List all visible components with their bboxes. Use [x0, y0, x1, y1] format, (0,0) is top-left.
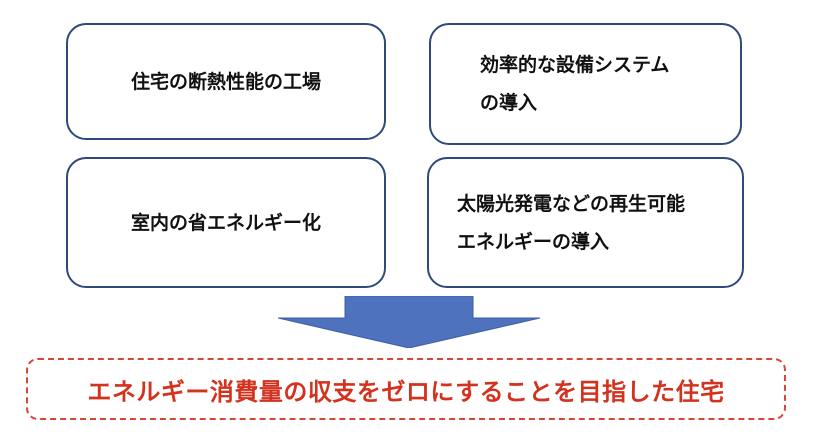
down-arrow-shape [278, 296, 540, 348]
measure-label-renewable: 太陽光発電などの再生可能 エネルギーの導入 [457, 185, 685, 261]
measure-label-equipment-line-1: 効率的な設備システム [480, 54, 670, 76]
measure-box-renewable: 太陽光発電などの再生可能 エネルギーの導入 [427, 157, 744, 288]
down-arrow-icon [278, 296, 540, 348]
goal-label: エネルギー消費量の収支をゼロにすることを目指した住宅 [87, 377, 725, 406]
measure-box-insulation: 住宅の断熱性能の工場 [66, 23, 386, 140]
measure-label-insulation: 住宅の断熱性能の工場 [130, 70, 321, 93]
goal-box: エネルギー消費量の収支をゼロにすることを目指した住宅 [26, 358, 786, 420]
measure-label-energy-saving: 室内の省エネルギー化 [130, 211, 321, 234]
measure-label-equipment-line-2: の導入 [480, 92, 538, 114]
measure-label-equipment: 効率的な設備システム の導入 [480, 46, 669, 122]
measure-label-renewable-line-2: エネルギーの導入 [457, 230, 610, 253]
measure-box-equipment: 効率的な設備システム の導入 [429, 23, 742, 145]
measure-label-renewable-line-1: 太陽光発電などの再生可能 [457, 192, 686, 215]
measure-box-energy-saving: 室内の省エネルギー化 [66, 157, 386, 288]
